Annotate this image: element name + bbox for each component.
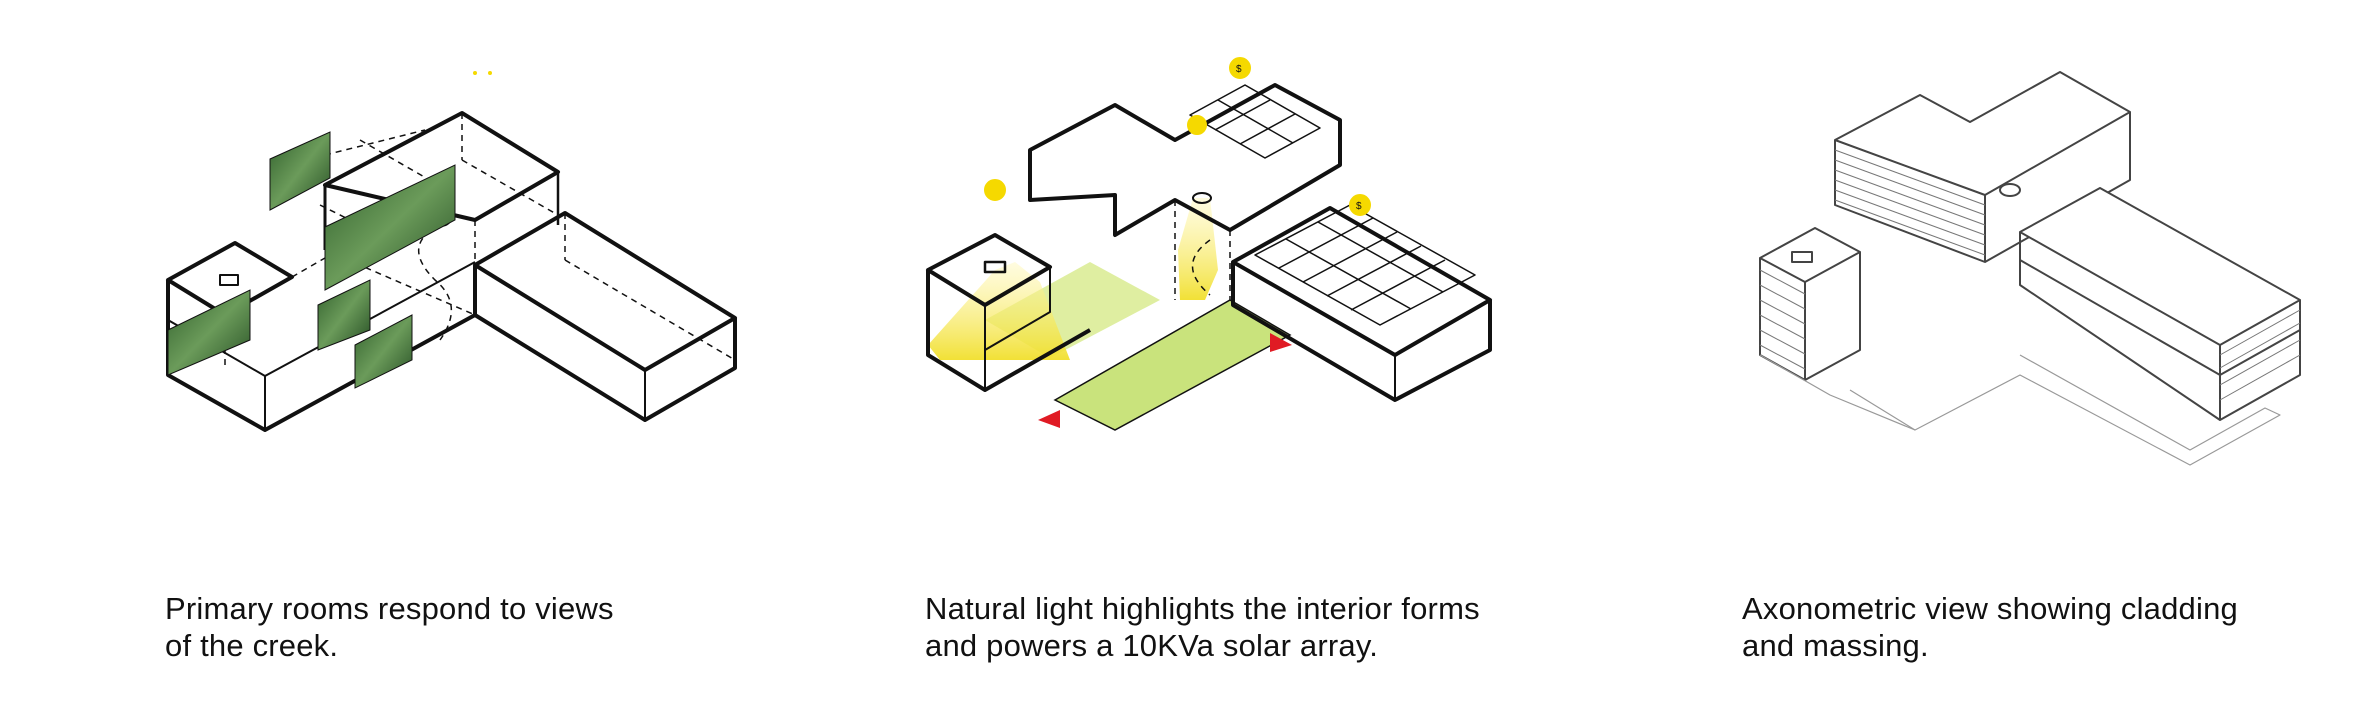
caption-views: Primary rooms respond to views of the cr… <box>165 590 614 664</box>
caption-line-1: Axonometric view showing cladding <box>1742 590 2238 627</box>
east-wing-top <box>475 213 735 370</box>
svg-text:$: $ <box>1356 201 1362 212</box>
light-cone-west <box>928 262 1070 360</box>
light-solar-axonometric-diagram: $ $ <box>900 0 1560 560</box>
caption-line-1: Primary rooms respond to views <box>165 590 614 627</box>
caption-line-2: of the creek. <box>165 627 614 664</box>
cladding-axonometric-diagram <box>1720 0 2360 560</box>
caption-light-solar: Natural light highlights the interior fo… <box>925 590 1480 664</box>
caption-axonometric: Axonometric view showing cladding and ma… <box>1742 590 2238 664</box>
panel-axonometric: Axonometric view showing cladding and ma… <box>1720 0 2360 706</box>
caption-line-2: and powers a 10KVa solar array. <box>925 627 1480 664</box>
panel-views: Primary rooms respond to views of the cr… <box>140 0 820 706</box>
solar-array-east <box>1255 205 1475 325</box>
caption-line-1: Natural light highlights the interior fo… <box>925 590 1480 627</box>
views-axonometric-diagram <box>140 0 820 560</box>
svg-text:$: $ <box>1236 64 1242 75</box>
caption-line-2: and massing. <box>1742 627 2238 664</box>
panel-light-solar: $ $ Natural light highlights the interio… <box>900 0 1560 706</box>
